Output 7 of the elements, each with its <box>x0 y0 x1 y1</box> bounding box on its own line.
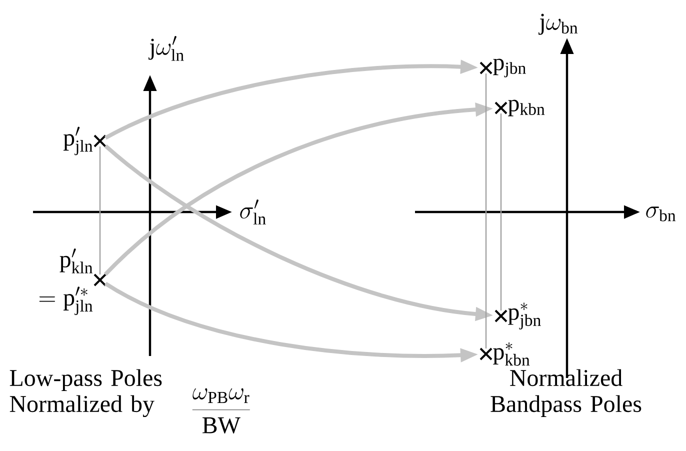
caption: Normalized Bandpass Poles <box>490 369 642 417</box>
axis-label: $\mathrm{j}\omega'_{\mathrm{ln}}$ <box>148 36 184 61</box>
formula: $\frac{\omega_{\mathrm{PB}}\omega_{\mathrm{r}}}{\mathrm{BW}}$ <box>192 388 250 434</box>
caption: Low-pass Poles Normalized by <box>10 369 162 418</box>
axis-label: $\sigma_{\mathrm{bn}}$ <box>646 206 676 222</box>
axis-label: $\mathrm{j}\omega_{\mathrm{bn}}$ <box>538 14 578 35</box>
axis-label: $\sigma'_{\mathrm{ln}}$ <box>240 200 266 224</box>
